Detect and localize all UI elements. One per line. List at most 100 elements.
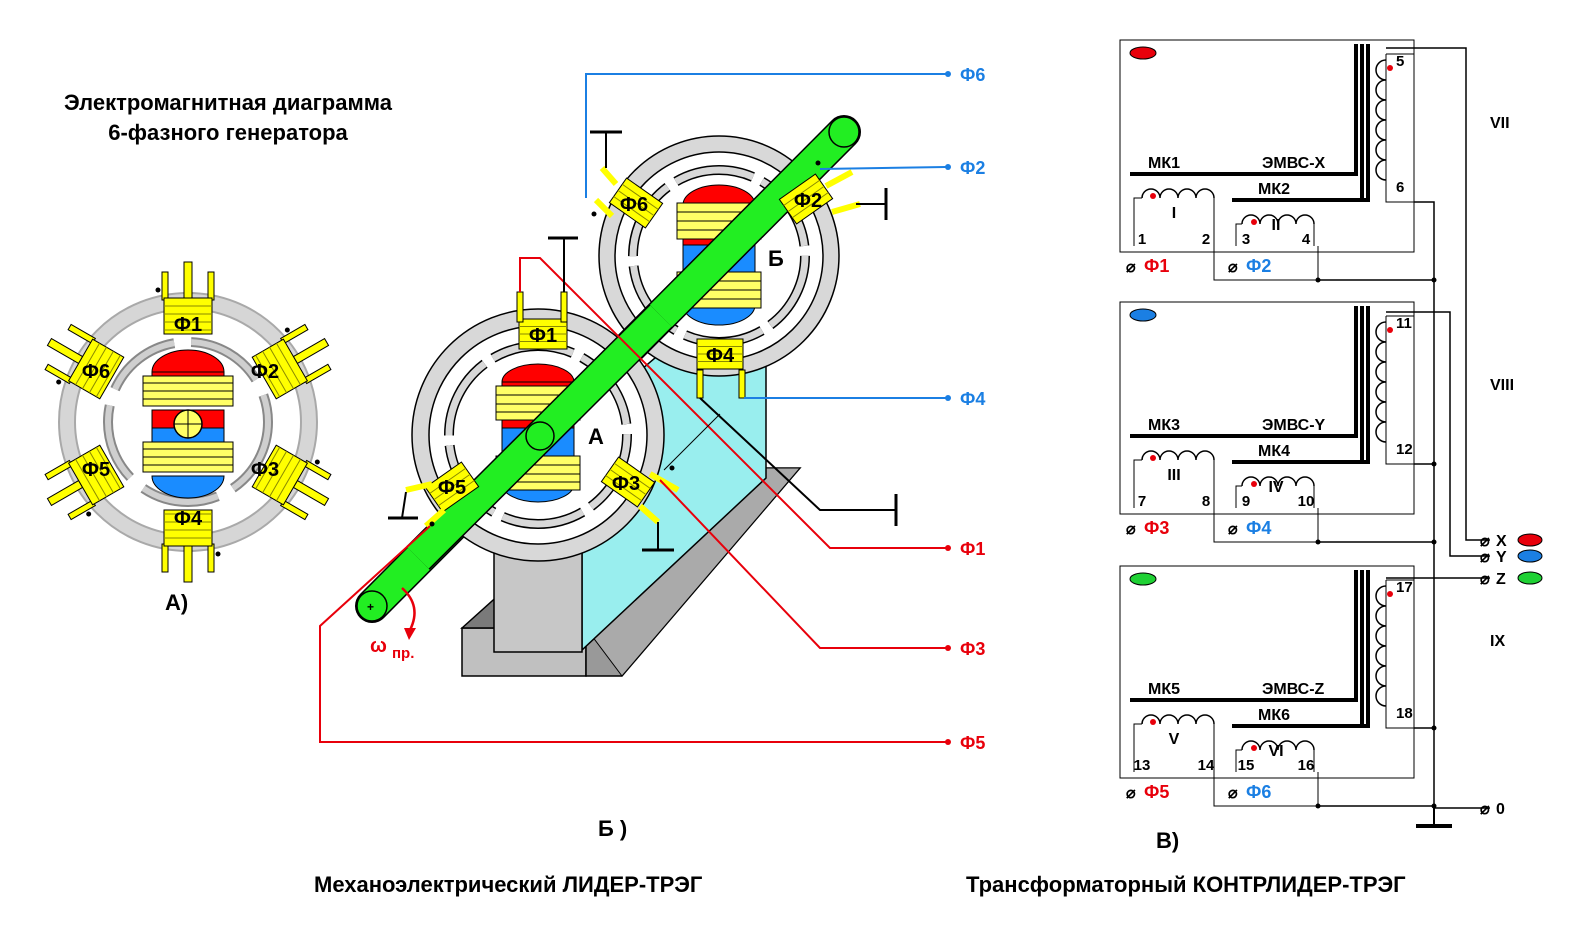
coil-winding (88, 450, 114, 494)
coil-winding (255, 354, 281, 398)
coil-lead (161, 543, 169, 573)
coil-body (67, 444, 125, 506)
terminal-t1: 7 (1138, 493, 1146, 510)
coil-winding (255, 446, 281, 490)
svg-text:+: + (367, 600, 374, 614)
core2-label: МК2 (1258, 181, 1290, 198)
coil-winding (433, 473, 471, 501)
coil-b-phase6 (608, 177, 664, 229)
coil-5 (44, 444, 125, 521)
primary2-label: II (1272, 217, 1281, 234)
core1-label: МК1 (1148, 155, 1180, 172)
coil-lead (824, 169, 854, 189)
title-line-2: 6-фазного генератора (108, 120, 348, 145)
coil-winding (276, 342, 301, 386)
input-phase-label-2: Ф4 (1246, 518, 1271, 538)
title-line-1: Электромагнитная диаграмма (64, 90, 392, 115)
coil-body (163, 509, 213, 547)
phase-label-1: Ф1 (174, 314, 202, 336)
coil-winding (613, 462, 651, 489)
caption-a: А) (165, 590, 188, 615)
terminal-t4: 16 (1298, 757, 1315, 774)
ems-label: ЭМВС-Z (1262, 681, 1325, 698)
caption-v-subtitle: Трансформаторный КОНТРЛИДЕР-ТРЭГ (966, 872, 1406, 897)
polarity-dot (1150, 455, 1156, 461)
terminal-dot (945, 164, 951, 170)
stator-label-b: Б (768, 246, 784, 271)
coil-b-phase2-label: Ф2 (794, 190, 822, 212)
coil-lead (696, 369, 704, 399)
primary2-label: VI (1268, 743, 1283, 760)
coil-lead (46, 337, 84, 365)
block-frame (1119, 39, 1415, 253)
output-label-x: X (1496, 533, 1507, 550)
polarity-dot (215, 551, 221, 557)
polarity-dot (1387, 591, 1393, 597)
phase-output-label-4: Ф4 (960, 389, 985, 409)
interconnect-wire (1213, 246, 1319, 281)
coil-winding (276, 458, 301, 502)
ground-lead (663, 413, 721, 471)
coil-6 (44, 323, 125, 400)
primary1-frame (1133, 459, 1142, 508)
primary1-winding (1141, 188, 1215, 199)
omega-label: ω (370, 635, 387, 657)
ground-lead (699, 397, 896, 511)
primary2-winding (1241, 476, 1315, 487)
coil-body (251, 444, 309, 506)
primary1-winding (1141, 450, 1215, 461)
polarity-dot (1251, 219, 1257, 225)
coil-lead (207, 543, 215, 573)
coil-winding (791, 192, 829, 219)
transformer-bus: ⌀X⌀Y⌀Z⌀0 (1318, 47, 1543, 828)
input-terminal: ⌀ (1228, 259, 1238, 276)
phase-output-label-1: Ф1 (960, 539, 985, 559)
terminal-s2: 6 (1396, 179, 1404, 196)
phase-output-label-6: Ф6 (960, 65, 985, 85)
coil-4 (161, 509, 221, 583)
primary1-label: III (1167, 467, 1180, 484)
primary2-label: IV (1268, 479, 1283, 496)
core1-label: МК3 (1148, 417, 1180, 434)
block-frame (1119, 565, 1415, 779)
coil-lead (183, 261, 193, 299)
bus-y (1386, 311, 1490, 557)
input-phase-label-2: Ф2 (1246, 256, 1271, 276)
coil-lead (424, 507, 446, 529)
coil-lead (405, 481, 433, 493)
output-terminal: ⌀ (1480, 549, 1490, 566)
input-terminal: ⌀ (1126, 521, 1136, 538)
terminal-t2: 14 (1198, 757, 1215, 774)
polarity-dot (815, 160, 821, 166)
core2-label: МК6 (1258, 707, 1290, 724)
wire-phase3 (659, 479, 946, 649)
coil-3 (251, 444, 332, 521)
coil-winding (269, 454, 294, 498)
phase-indicator (1129, 308, 1157, 322)
polarity-dot (284, 327, 290, 333)
input-phase-label-2: Ф6 (1246, 782, 1271, 802)
coil-lead (207, 271, 215, 301)
primary2-winding (1241, 214, 1315, 225)
block-frame (1119, 301, 1415, 515)
coil-lead (292, 337, 330, 365)
primary2-winding (1241, 740, 1315, 751)
coil-1 (155, 261, 215, 335)
secondary-winding (1375, 321, 1387, 443)
coil-winding (95, 354, 121, 398)
primary1-label: I (1172, 205, 1176, 222)
terminal-dot (945, 739, 951, 745)
caption-b: Б ) (598, 816, 627, 841)
primary1-label: V (1169, 731, 1180, 748)
terminal-s1: 11 (1396, 315, 1412, 332)
terminal-dot (945, 545, 951, 551)
coil-winding (88, 350, 114, 394)
output-indicator (1517, 549, 1543, 563)
secondary-winding (1375, 59, 1387, 181)
terminal-dot (945, 71, 951, 77)
coil-winding (621, 183, 659, 210)
